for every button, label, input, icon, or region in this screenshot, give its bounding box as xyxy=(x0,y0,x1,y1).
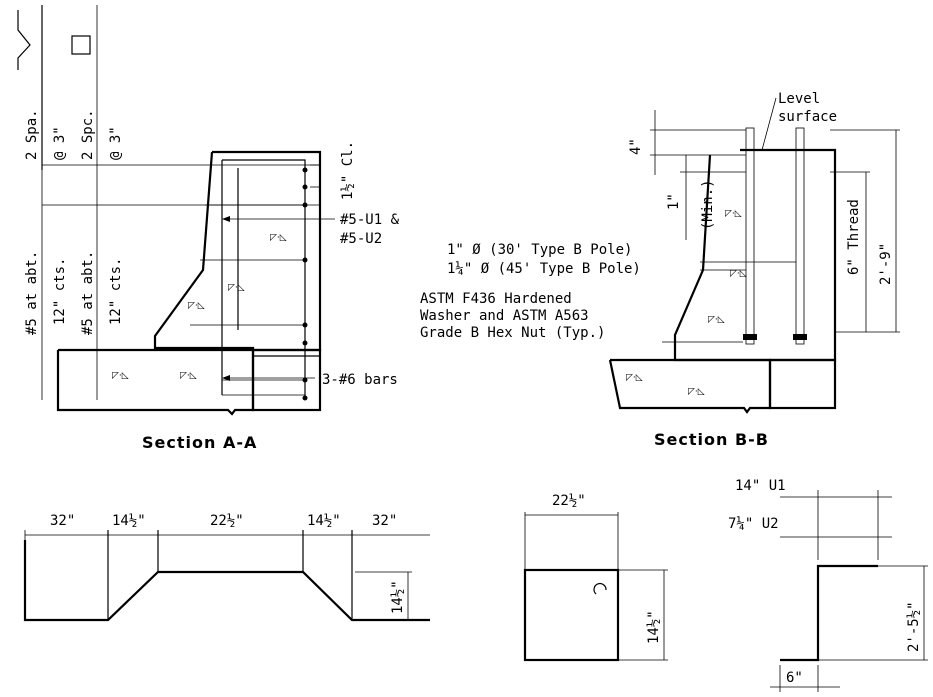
thread-label: 6" Thread xyxy=(846,199,862,275)
svg-text:◸·◺: ◸·◺ xyxy=(626,373,643,383)
pole-label-1: 1" Ø (30' Type B Pole) xyxy=(447,242,632,258)
slab-outline-b xyxy=(608,358,772,414)
u-bar-detail: 14" U1 7¼" U2 2'-5½" 6" xyxy=(728,478,928,692)
hex-nut-1 xyxy=(743,334,757,340)
anchor-bolt-2 xyxy=(795,127,805,345)
height-label: 2'-9" xyxy=(878,243,894,285)
level-label-1: Level xyxy=(778,91,820,107)
bars-label-1: #5 at abt. xyxy=(24,251,40,335)
plan-view: 32" 14½" 22½" 14½" 32" 14½" xyxy=(23,513,430,622)
u1-label: 14" U1 xyxy=(735,478,786,494)
bars-label-2b: 12" cts. xyxy=(108,258,124,325)
svg-text:◸·◺: ◸·◺ xyxy=(188,301,205,311)
plan-dim-4: 14½" xyxy=(307,513,341,529)
plan-outline xyxy=(23,540,430,622)
u-bar xyxy=(222,159,306,400)
rebar-dots xyxy=(302,167,308,401)
square-symbol xyxy=(71,35,91,55)
block-detail: 22½" 14½" xyxy=(523,493,668,662)
svg-text:◸·◺: ◸·◺ xyxy=(228,283,245,293)
bars-label-1b: 12" cts. xyxy=(52,258,68,325)
dim-min-label: (Min.) xyxy=(700,179,716,230)
bend-symbol xyxy=(593,582,607,595)
spa-label-1: 2 Spa. xyxy=(24,109,40,160)
plan-dim-2: 14½" xyxy=(112,513,146,529)
break-line xyxy=(17,10,31,70)
u-bars-label-2: #5-U2 xyxy=(340,231,382,247)
six-bars-label: 3-#6 bars xyxy=(322,372,398,388)
level-label-2: surface xyxy=(778,109,837,125)
u-bar-base: 6" xyxy=(786,670,803,686)
u2-label: 7¼" U2 xyxy=(728,516,779,532)
clear-cover-label: 1½" Cl. xyxy=(340,141,356,200)
curb-block-b xyxy=(768,358,837,410)
anchor-bolt-1 xyxy=(745,127,755,345)
svg-text:◸·◺: ◸·◺ xyxy=(730,269,747,279)
svg-text:◸·◺: ◸·◺ xyxy=(112,371,129,381)
section-a-title: Section A-A xyxy=(142,433,257,452)
hex-nut-2 xyxy=(793,334,807,340)
dim-1-label: 1" xyxy=(666,193,682,210)
block-outline xyxy=(523,568,620,662)
barrier-outline xyxy=(153,150,322,352)
plan-height: 14½" xyxy=(390,580,406,614)
u-bars-label-1: #5-U1 & xyxy=(340,212,400,228)
barrier-outline-b xyxy=(673,148,837,362)
svg-text:◸·◺: ◸·◺ xyxy=(270,233,287,243)
spa-label-2b: @ 3" xyxy=(108,126,124,160)
bars-label-2: #5 at abt. xyxy=(80,251,96,335)
dim-4-label: 4" xyxy=(628,138,644,155)
spa-label-1b: @ 3" xyxy=(52,126,68,160)
pole-label-2: 1¼" Ø (45' Type B Pole) xyxy=(447,261,641,277)
nut-label-3: Grade B Hex Nut (Typ.) xyxy=(420,325,605,341)
svg-text:◸·◺: ◸·◺ xyxy=(180,371,197,381)
spa-label-2: 2 Spc. xyxy=(80,109,96,160)
section-a-a: ◸·◺ ◸·◺ ◸·◺ ◸·◺ ◸·◺ 2 Spa. @ 3" 2 Spc. @… xyxy=(17,5,400,452)
svg-text:◸·◺: ◸·◺ xyxy=(708,315,725,325)
u-bar-height: 2'-5½" xyxy=(906,601,922,652)
plan-dim-5: 32" xyxy=(372,513,397,529)
nut-label-2: Washer and ASTM A563 xyxy=(420,308,589,324)
block-width: 22½" xyxy=(552,493,586,509)
u-bar-shape xyxy=(780,564,878,662)
nut-label-1: ASTM F436 Hardened xyxy=(420,291,572,307)
slab-outline xyxy=(56,348,255,416)
section-b-b: ◸·◺ ◸·◺ ◸·◺ ◸·◺ ◸·◺ Level surface 4" 1" … xyxy=(420,91,900,449)
plan-dim-3: 22½" xyxy=(210,513,244,529)
section-b-title: Section B-B xyxy=(654,430,769,449)
plan-dim-1: 32" xyxy=(50,513,75,529)
svg-text:◸·◺: ◸·◺ xyxy=(725,209,742,219)
svg-text:◸·◺: ◸·◺ xyxy=(688,387,705,397)
block-height: 14½" xyxy=(646,610,662,644)
